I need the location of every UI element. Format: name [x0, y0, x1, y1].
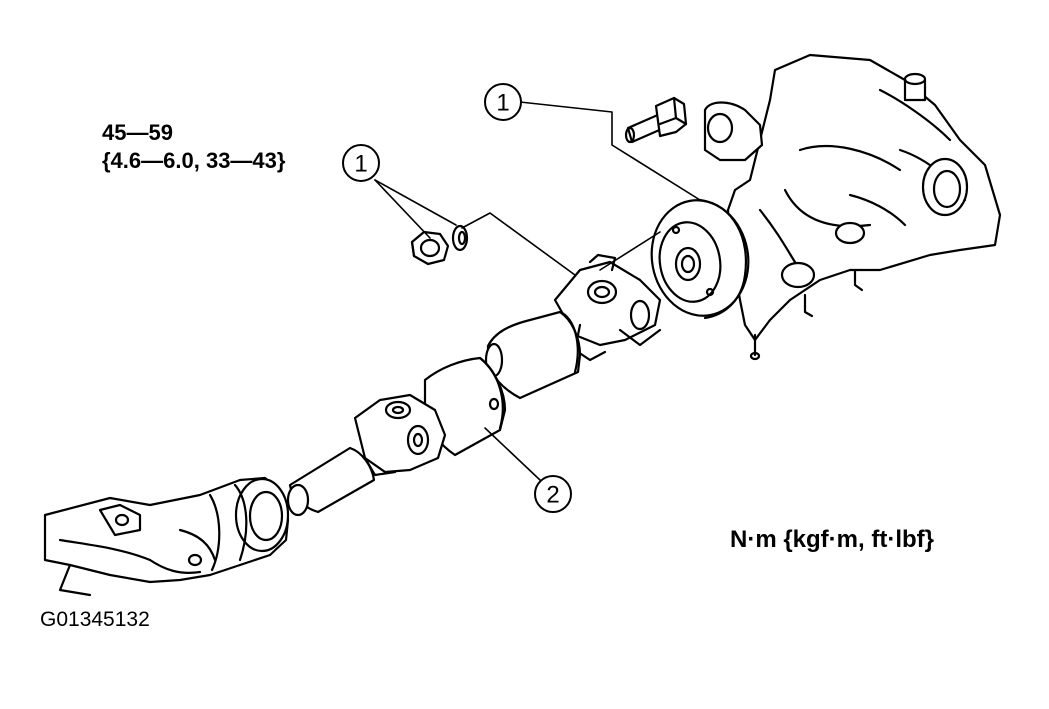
- callout-1-bolt: 1: [485, 84, 521, 120]
- front-universal-joint: [355, 395, 445, 475]
- callout-number: 1: [354, 151, 367, 178]
- torque-spec-nm: 45—59: [102, 120, 173, 145]
- figure-code: G01345132: [40, 608, 150, 631]
- rear-universal-joint: [555, 255, 660, 360]
- companion-flange: [643, 193, 758, 324]
- slip-yoke: [288, 448, 374, 515]
- callout-number: 1: [496, 90, 509, 117]
- flange-bolt: [626, 98, 686, 142]
- nut-and-washer: [412, 226, 467, 264]
- differential-housing: [705, 55, 1000, 359]
- torque-spec-alt-units: {4.6—6.0, 33—43}: [102, 148, 286, 173]
- callout-1-nut-washer: 1: [343, 145, 379, 181]
- units-label: N·m {kgf·m, ft·lbf}: [730, 526, 934, 553]
- torque-spec: 45—59 {4.6—6.0, 33—43}: [102, 122, 285, 178]
- propeller-shaft-tube: [425, 358, 505, 455]
- callout-number: 2: [546, 482, 559, 509]
- transmission-extension-housing: [45, 478, 288, 595]
- callout-2-propeller-shaft: 2: [535, 476, 571, 512]
- leader-lines: [375, 102, 700, 480]
